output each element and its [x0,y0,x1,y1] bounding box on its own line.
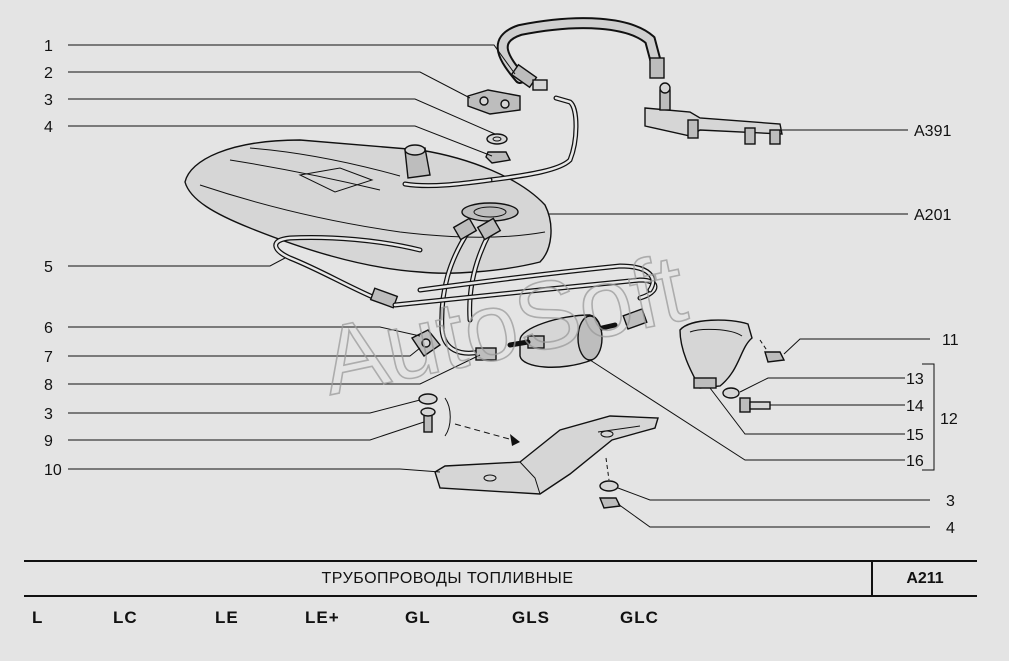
callout-label: 14 [906,398,924,415]
nut-upper [485,151,512,164]
washer-9-set [418,393,438,433]
callout-label: 3 [946,493,955,510]
callout-label: 3 [44,406,53,423]
fuel-tank [184,139,552,274]
protective-shield [434,415,659,495]
page-code: A211 [906,570,944,587]
fuel-hose [496,17,665,91]
callout-group-label: 12 [940,411,958,428]
callout-label: 15 [906,427,924,444]
washer-lower [598,480,622,509]
callout-label: 11 [942,332,959,349]
callout-label: 16 [906,453,924,470]
washer-13 [722,387,740,399]
callout-label: 10 [44,462,62,479]
pipe-holder [410,329,442,357]
version-item: LE+ [305,608,340,627]
leader-lines-left [68,44,516,473]
callout-label: 5 [44,259,53,276]
version-list: L LC LE LE+ GL GLS GLC [0,608,1009,638]
callout-label: 4 [44,119,53,136]
callout-label: 8 [44,377,53,394]
pipe-clip [467,89,521,115]
callout-label: A391 [914,123,951,140]
version-item: GLS [512,608,550,627]
return-pipe [273,235,423,309]
upper-fuel-pipe [402,95,579,189]
callouts-left: 1 2 3 4 5 6 7 8 3 9 10 [44,38,62,479]
nut-11 [764,351,786,363]
callout-label: 7 [44,349,53,366]
version-item: LE [215,608,239,627]
washer-upper [486,133,508,145]
callout-label: 1 [44,38,53,55]
title-bar: ТРУБОПРОВОДЫ ТОПЛИВНЫЕ A211 [24,560,977,597]
callout-label: 13 [906,371,924,388]
callout-label: 6 [44,320,53,337]
callout-label: 9 [44,433,53,450]
page-title: ТРУБОПРОВОДЫ ТОПЛИВНЫЕ [24,562,873,595]
callout-label: A201 [914,207,951,224]
feed-pipes [392,217,658,361]
callout-label: 3 [44,92,53,109]
callout-label: 2 [44,65,53,82]
fuel-rail [644,82,783,145]
leader-lines-right [548,129,935,528]
version-item: GLC [620,608,659,627]
callout-label: 4 [946,520,955,537]
filter-bracket [679,319,753,389]
callouts-right: A391 A201 11 13 14 15 16 3 4 12 [906,123,959,537]
version-item: GL [405,608,431,627]
fuel-filter [507,314,618,368]
version-item: L [32,608,44,627]
version-item: LC [113,608,138,627]
bolt-14 [739,397,771,413]
